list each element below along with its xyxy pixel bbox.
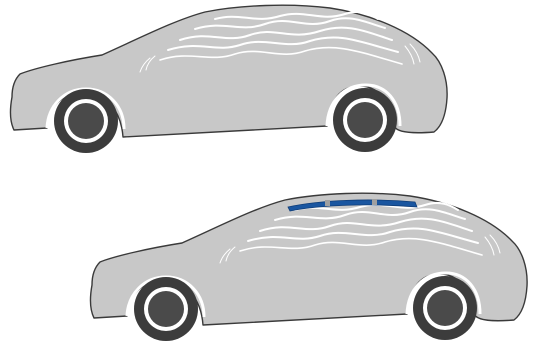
front-wheel [134, 277, 198, 341]
rear-wheel [413, 276, 477, 340]
car-drawing [80, 188, 534, 343]
rear-wheel [333, 88, 397, 152]
car-with-roof-device [80, 188, 534, 343]
car-drawing [0, 0, 450, 165]
roof-device-clip [372, 199, 377, 205]
roof-device-clip [325, 200, 330, 206]
car-without-roof-device [0, 0, 450, 165]
front-wheel [54, 89, 118, 153]
